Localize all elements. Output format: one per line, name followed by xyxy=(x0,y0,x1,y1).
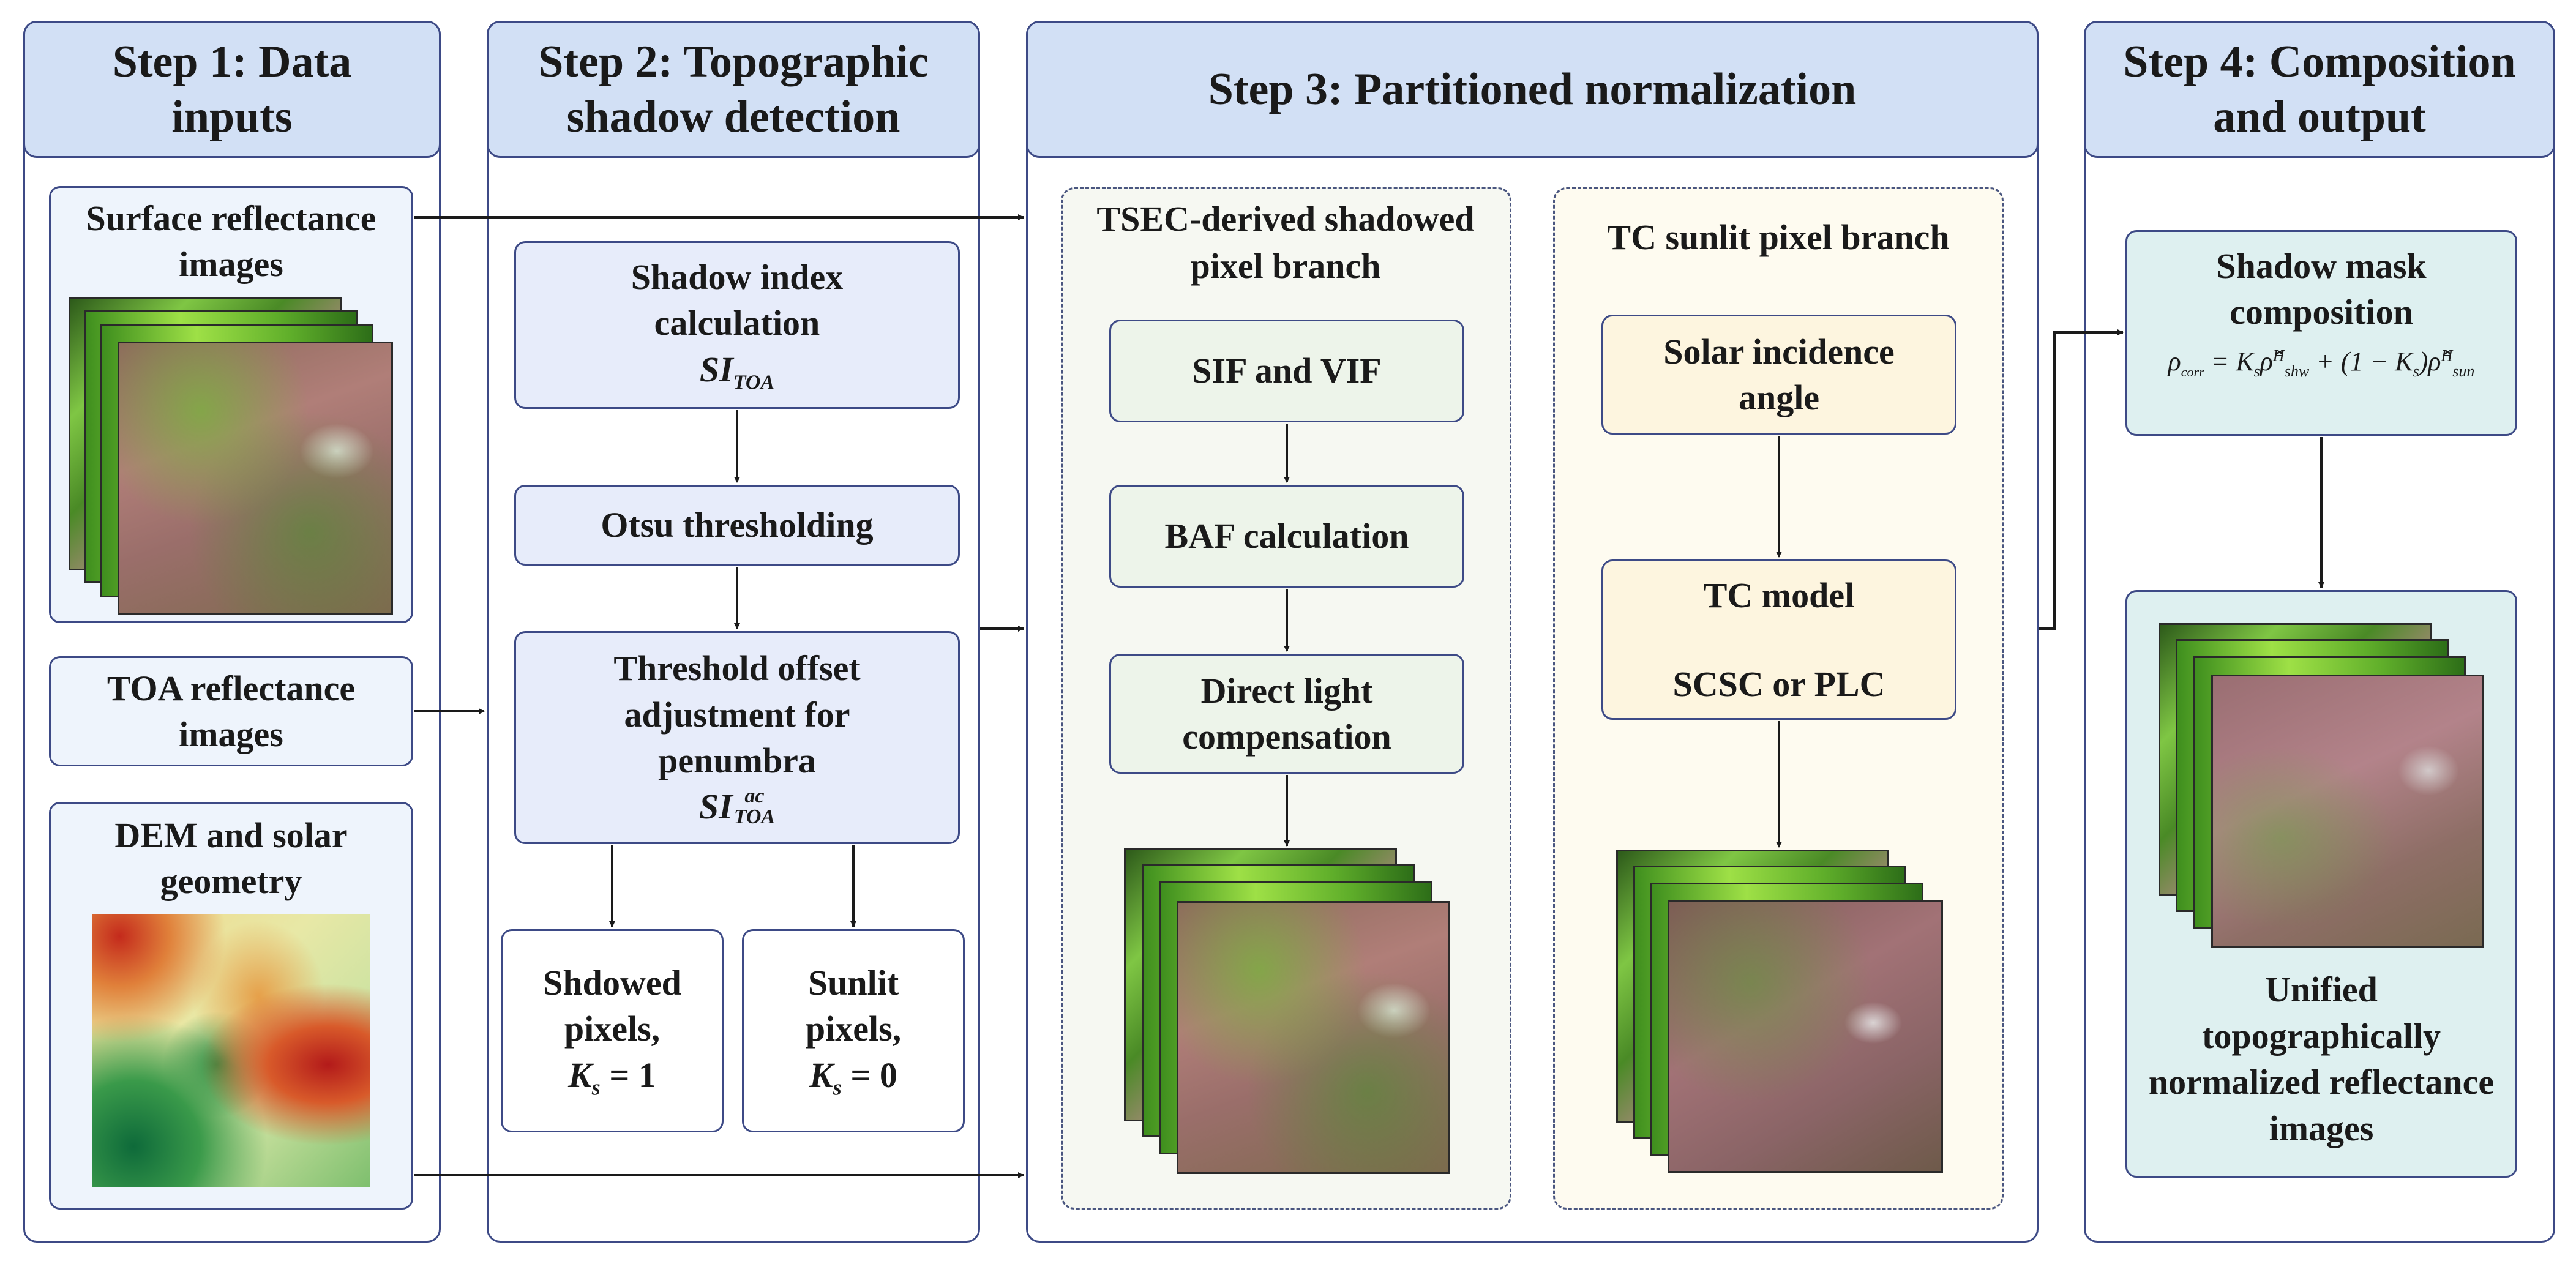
surface-image-layer-4 xyxy=(118,342,393,615)
surface-reflectance-label: Surface reflectance images xyxy=(86,198,376,285)
shadowed-pixels-box: Shdowed pixels, Ks = 1 xyxy=(501,929,724,1132)
tsec-image-layer-4 xyxy=(1177,901,1450,1174)
scsc-plc-label: SCSC or PLC xyxy=(1672,664,1885,704)
solar-incidence-box: Solar incidence angle xyxy=(1601,315,1956,435)
tc-model-label: TC model xyxy=(1703,575,1855,615)
step3-header: Step 3: Partitioned normalization xyxy=(1026,21,2039,158)
step2-header: Step 2: Topographic shadow detection xyxy=(487,21,980,158)
output-label: Unified topographically normalized refle… xyxy=(2148,970,2495,1148)
offset-label: Threshold offset adjustment for penumbra xyxy=(613,648,861,780)
tc-branch-title: TC sunlit pixel branch xyxy=(1607,217,1950,257)
tc-model-box: TC model SCSC or PLC xyxy=(1601,559,1956,720)
tc-image-layer-4 xyxy=(1668,900,1943,1173)
step1-header: Step 1: Data inputs xyxy=(23,21,441,158)
sif-vif-box: SIF and VIF xyxy=(1109,320,1464,422)
dem-solar-label: DEM and solar geometry xyxy=(114,815,348,902)
shadow-mask-box: Shadow mask composition ρcorr = Ksρ̂Hshw… xyxy=(2125,230,2517,436)
shadow-mask-label: Shadow mask composition xyxy=(2216,246,2427,332)
otsu-box: Otsu thresholding xyxy=(514,485,960,566)
si-toa-ac-formula: SI ac TOA xyxy=(698,785,776,829)
si-toa-formula: SITOA xyxy=(699,349,775,394)
composition-formula: ρcorr = Ksρ̂Hshw + (1 − Ks)ρ̂Hsun xyxy=(2168,346,2475,380)
shadow-index-label: Shadow index calculation xyxy=(631,256,844,343)
sunlit-pixels-box: Sunlit pixels, Ks = 0 xyxy=(742,929,965,1132)
step4-header: Step 4: Composition and output xyxy=(2084,21,2555,158)
direct-light-box: Direct light compensation xyxy=(1109,654,1464,774)
offset-box: Threshold offset adjustment for penumbra… xyxy=(514,631,960,844)
shadowed-ks-formula: Ks = 1 xyxy=(568,1055,656,1100)
baf-box: BAF calculation xyxy=(1109,485,1464,588)
tsec-branch-title: TSEC-derived shadowed pixel branch xyxy=(1096,199,1475,286)
sunlit-ks-formula: Ks = 0 xyxy=(809,1055,897,1100)
toa-reflectance-input: TOA reflectance images xyxy=(49,656,413,766)
sunlit-pixels-label: Sunlit pixels, xyxy=(805,962,902,1049)
shadow-index-box: Shadow index calculation SITOA xyxy=(514,241,960,409)
dem-image xyxy=(92,914,370,1187)
arrow-step3-to-step4 xyxy=(2039,329,2124,630)
output-image-layer-4 xyxy=(2211,675,2484,948)
shadowed-pixels-label: Shdowed pixels, xyxy=(543,962,681,1049)
